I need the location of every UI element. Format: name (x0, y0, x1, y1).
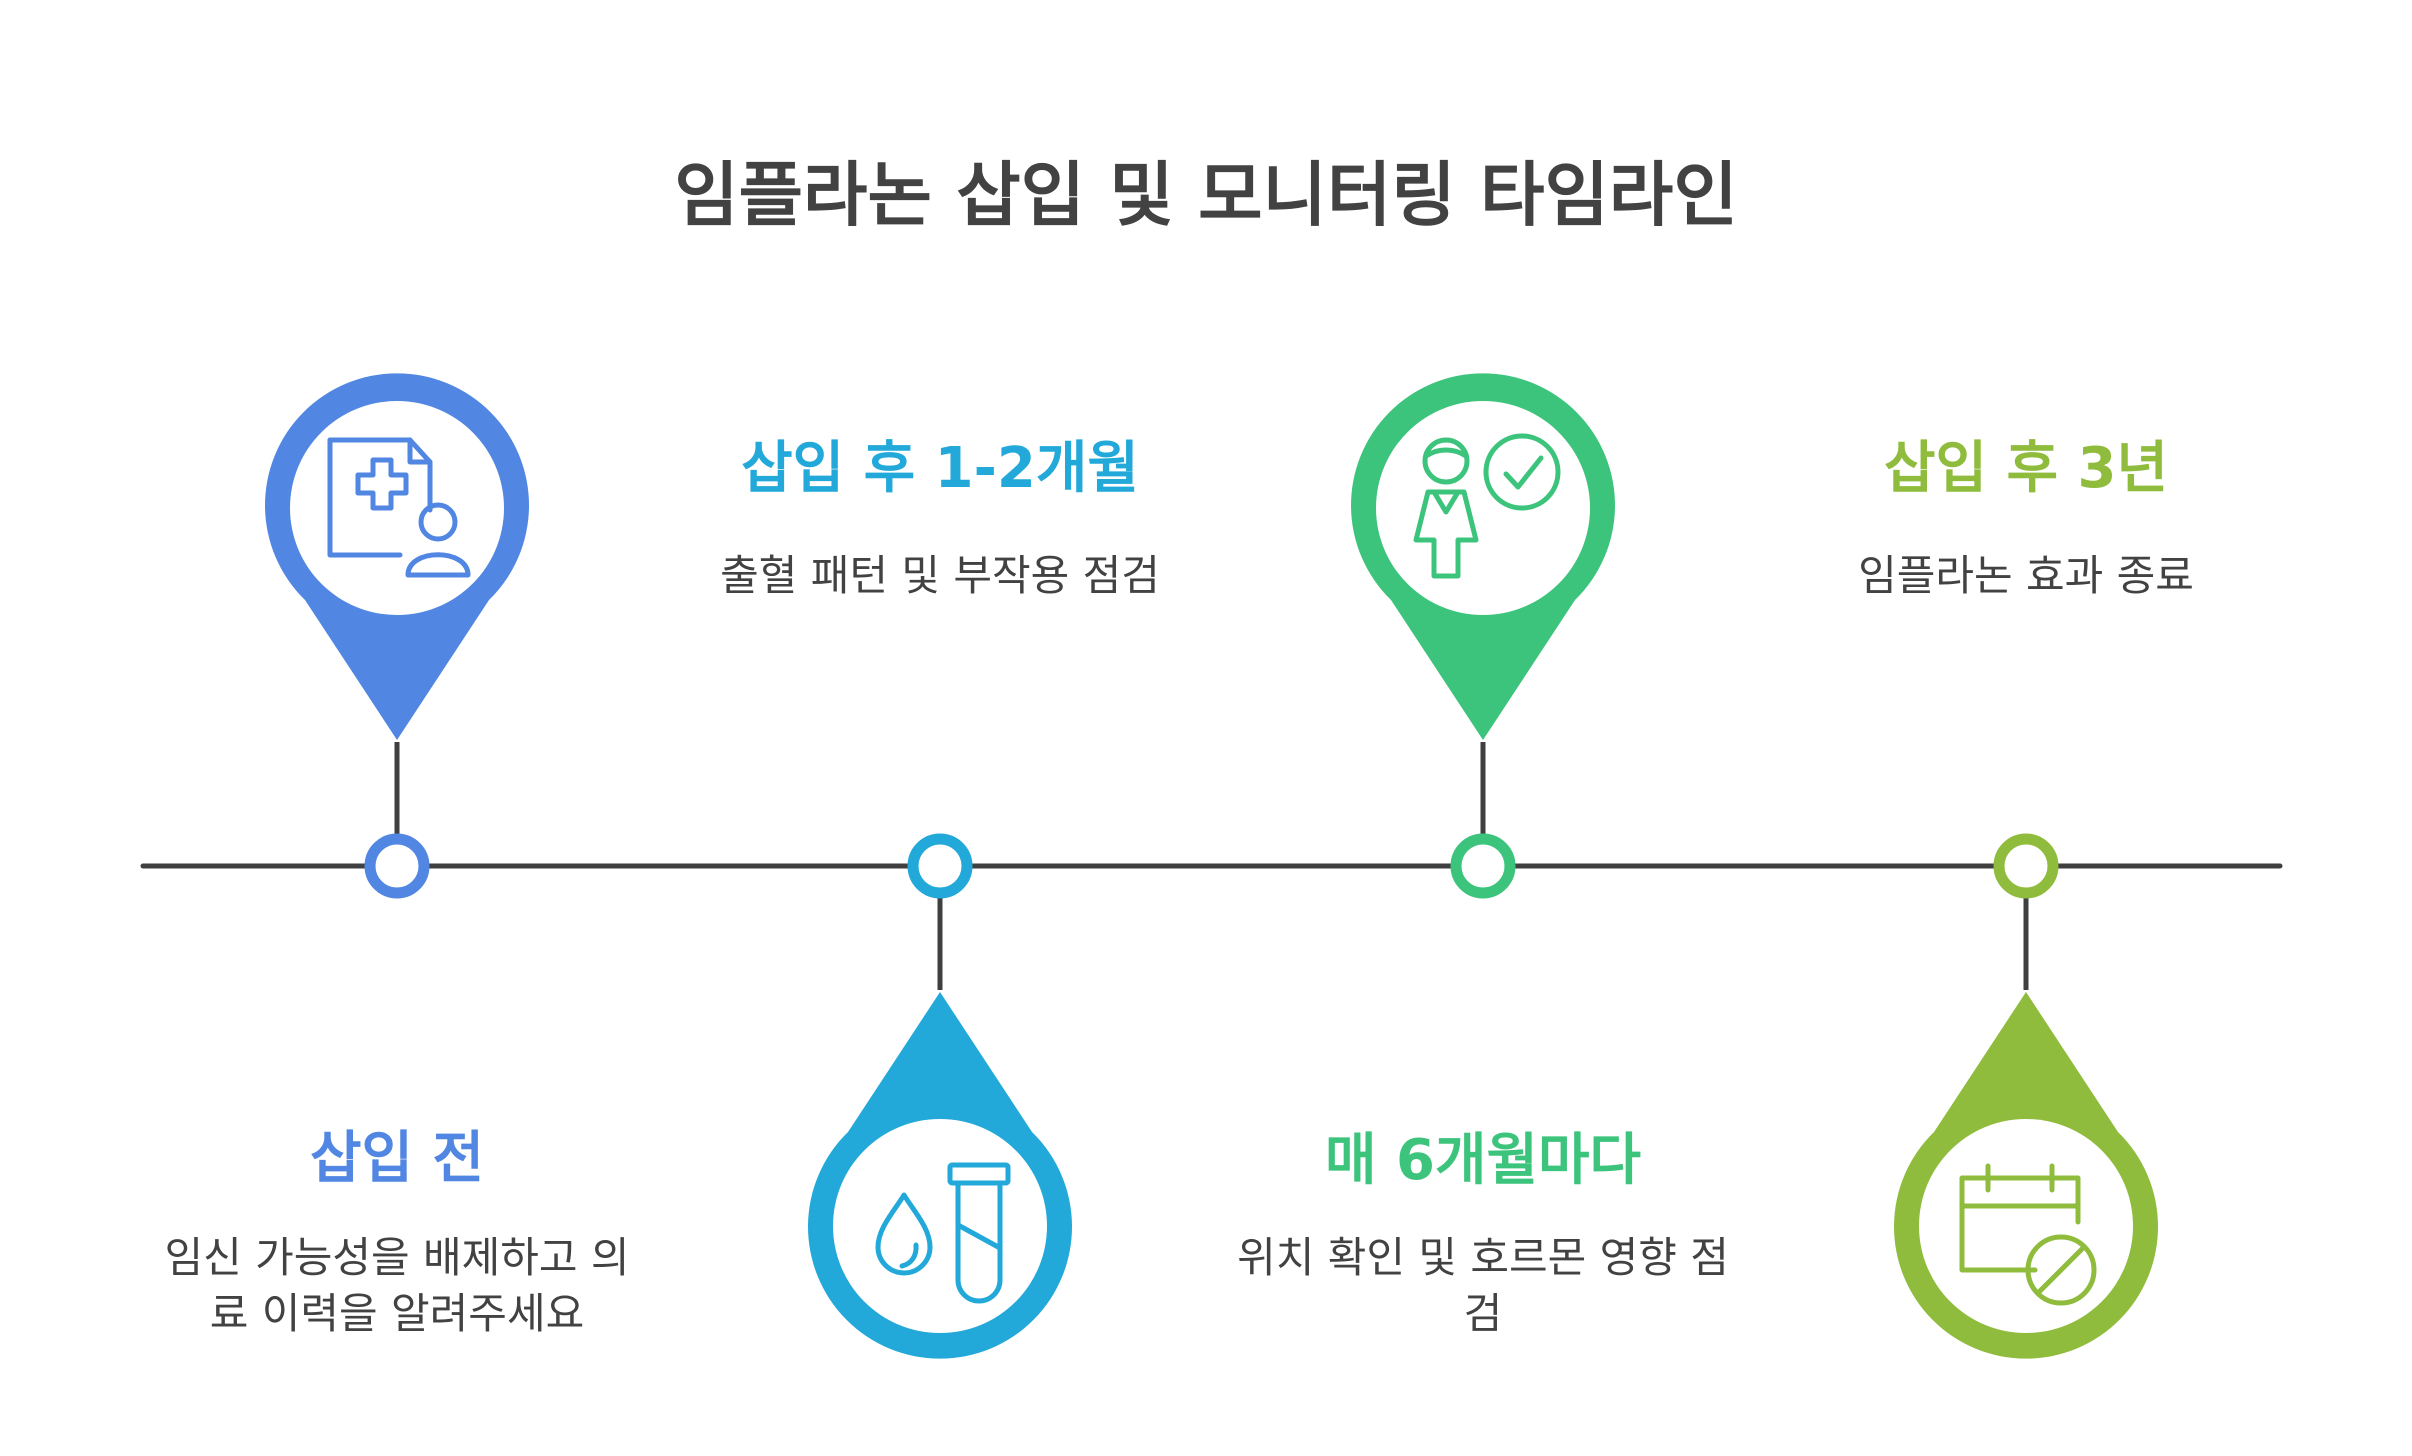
medical-record-patient-icon (327, 437, 471, 578)
step-1-heading: 삽입 전 (309, 1126, 485, 1191)
step-1-description: 임신 가능성을 배제하고 의료 이력을 알려주세요 (164, 1233, 630, 1338)
blood-drop-test-tube-icon (875, 1162, 1011, 1304)
step-4-description: 임플라논 효과 종료 (1858, 551, 2194, 600)
diagram-title: 임플라논 삽입 및 모니터링 타임라인 (674, 154, 1738, 236)
step-3-description: 위치 확인 및 호르몬 영향 점검 (1237, 1233, 1729, 1338)
timeline-node-step-4 (1993, 833, 2059, 899)
step-2-description: 출혈 패턴 및 부작용 점검 (720, 551, 1160, 600)
doctor-checkmark-icon (1413, 433, 1561, 579)
marker-drop-step-4 (1894, 992, 2158, 1359)
step-3-heading: 매 6개월마다 (1324, 1128, 1642, 1193)
step-2-heading: 삽입 후 1-2개월 (741, 436, 1139, 501)
marker-pin-step-1 (265, 373, 530, 740)
timeline-node-step-2 (907, 833, 973, 899)
timeline-node-step-1 (364, 833, 430, 899)
calendar-cancel-icon (1959, 1163, 2097, 1306)
marker-pin-step-3 (1351, 373, 1615, 740)
step-4-heading: 삽입 후 3년 (1883, 436, 2169, 501)
timeline-node-step-3 (1450, 833, 1516, 899)
marker-drop-step-2 (807, 992, 1072, 1359)
